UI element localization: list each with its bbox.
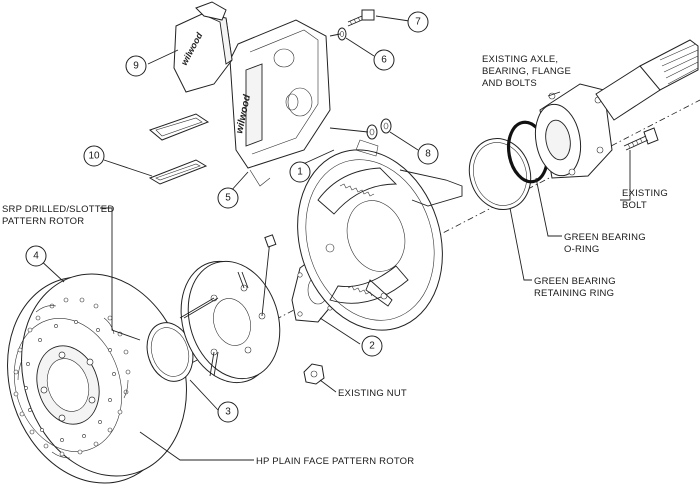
svg-text:BOLT: BOLT — [622, 200, 647, 211]
existing-nut-part — [303, 363, 325, 385]
label-existing-nut: EXISTING NUT — [338, 388, 407, 399]
parking-brake-assembly — [297, 139, 463, 331]
svg-text:AND BOLTS: AND BOLTS — [482, 78, 537, 89]
caliper: wilwood — [229, 19, 331, 187]
rotor — [7, 273, 187, 484]
svg-text:2: 2 — [369, 341, 375, 352]
callout-2: 2 — [361, 335, 383, 357]
callout-6: 6 — [373, 49, 395, 71]
leader-lines — [37, 15, 631, 461]
rotor-hat — [179, 234, 281, 384]
callout-10: 10 — [83, 145, 105, 167]
callout-1: 1 — [289, 161, 311, 183]
callout-3: 3 — [217, 401, 239, 423]
svg-text:EXISTING NUT: EXISTING NUT — [338, 388, 407, 399]
svg-text:EXISTING: EXISTING — [622, 188, 668, 199]
svg-text:5: 5 — [225, 193, 231, 204]
brake-pads: wilwood — [173, 1, 233, 93]
svg-text:9: 9 — [133, 61, 139, 72]
svg-text:BEARING, FLANGE: BEARING, FLANGE — [482, 66, 571, 77]
label-srp-rotor: SRP DRILLED/SLOTTED PATTERN ROTOR — [2, 204, 114, 227]
callout-5: 5 — [217, 187, 239, 209]
svg-text:1: 1 — [297, 167, 303, 178]
svg-text:GREEN BEARING: GREEN BEARING — [534, 276, 616, 287]
svg-text:4: 4 — [33, 251, 39, 262]
svg-text:8: 8 — [425, 149, 431, 160]
callout-9: 9 — [125, 55, 147, 77]
svg-text:SRP DRILLED/SLOTTED: SRP DRILLED/SLOTTED — [2, 204, 114, 215]
label-green-oring: GREEN BEARING O-RING — [564, 232, 646, 255]
existing-bolt-part — [623, 127, 659, 151]
svg-text:HP PLAIN FACE PATTERN ROTOR: HP PLAIN FACE PATTERN ROTOR — [256, 456, 414, 467]
callout-7: 7 — [407, 11, 429, 33]
callout-4: 4 — [25, 245, 47, 267]
label-existing-axle: EXISTING AXLE, BEARING, FLANGE AND BOLTS — [482, 54, 571, 89]
svg-text:O-RING: O-RING — [564, 244, 600, 255]
svg-text:RETAINING RING: RETAINING RING — [534, 288, 614, 299]
svg-text:3: 3 — [225, 407, 231, 418]
svg-text:10: 10 — [88, 151, 100, 162]
svg-text:EXISTING AXLE,: EXISTING AXLE, — [482, 54, 558, 65]
pad-shims — [148, 113, 210, 185]
label-hp-rotor: HP PLAIN FACE PATTERN ROTOR — [256, 456, 414, 467]
axle-assembly — [534, 39, 699, 179]
bolt-leader-line — [329, 33, 341, 37]
washer-guide-line — [329, 127, 369, 133]
svg-text:GREEN BEARING: GREEN BEARING — [564, 232, 646, 243]
svg-text:PATTERN ROTOR: PATTERN ROTOR — [2, 216, 84, 227]
shim-washers — [366, 118, 392, 140]
label-existing-bolt: EXISTING BOLT — [622, 188, 668, 211]
rotor-spacer-ring — [146, 322, 194, 382]
caliper-bolt — [347, 9, 375, 27]
bearing-retaining-ring — [468, 138, 532, 210]
svg-text:6: 6 — [381, 55, 387, 66]
svg-text:7: 7 — [415, 17, 421, 28]
label-green-retaining-ring: GREEN BEARING RETAINING RING — [534, 276, 616, 299]
callout-8: 8 — [417, 143, 439, 165]
